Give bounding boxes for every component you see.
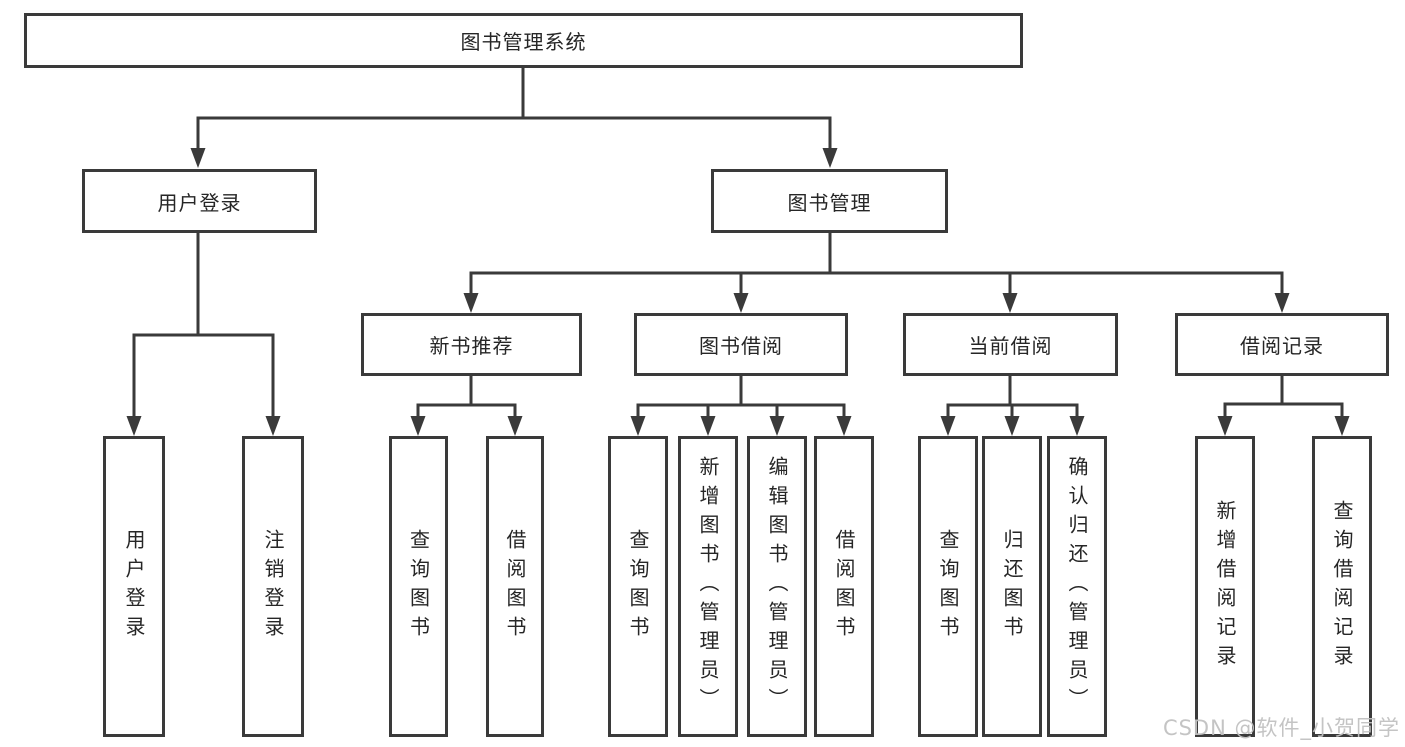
node-borrow-record: 借阅记录 xyxy=(1175,313,1389,376)
node-book-management: 图书管理 xyxy=(711,169,948,233)
leaf-query-books-recommend: 查询图书 xyxy=(389,436,448,737)
leaf-borrow-books-recommend: 借阅图书 xyxy=(486,436,544,737)
leaf-confirm-return-admin: 确认归还（管理员） xyxy=(1047,436,1107,737)
arrowheads xyxy=(126,148,1350,436)
leaf-query-books-borrow: 查询图书 xyxy=(608,436,668,737)
leaf-add-borrow-record: 新增借阅记录 xyxy=(1195,436,1255,737)
leaf-logout: 注销登录 xyxy=(242,436,304,737)
leaf-add-books-admin: 新增图书（管理员） xyxy=(678,436,738,737)
leaf-query-borrow-record: 查询借阅记录 xyxy=(1312,436,1372,737)
leaf-user-login: 用户登录 xyxy=(103,436,165,737)
leaf-return-books: 归还图书 xyxy=(982,436,1042,737)
leaf-borrow-books: 借阅图书 xyxy=(814,436,874,737)
node-root: 图书管理系统 xyxy=(24,13,1023,68)
node-new-book-recommend: 新书推荐 xyxy=(361,313,582,376)
leaf-edit-books-admin: 编辑图书（管理员） xyxy=(747,436,807,737)
csdn-watermark: CSDN @软件_小贺同学 xyxy=(1162,716,1400,740)
leaf-query-books-current: 查询图书 xyxy=(918,436,978,737)
node-current-borrow: 当前借阅 xyxy=(903,313,1118,376)
node-book-borrow: 图书借阅 xyxy=(634,313,848,376)
node-user-login: 用户登录 xyxy=(82,169,317,233)
